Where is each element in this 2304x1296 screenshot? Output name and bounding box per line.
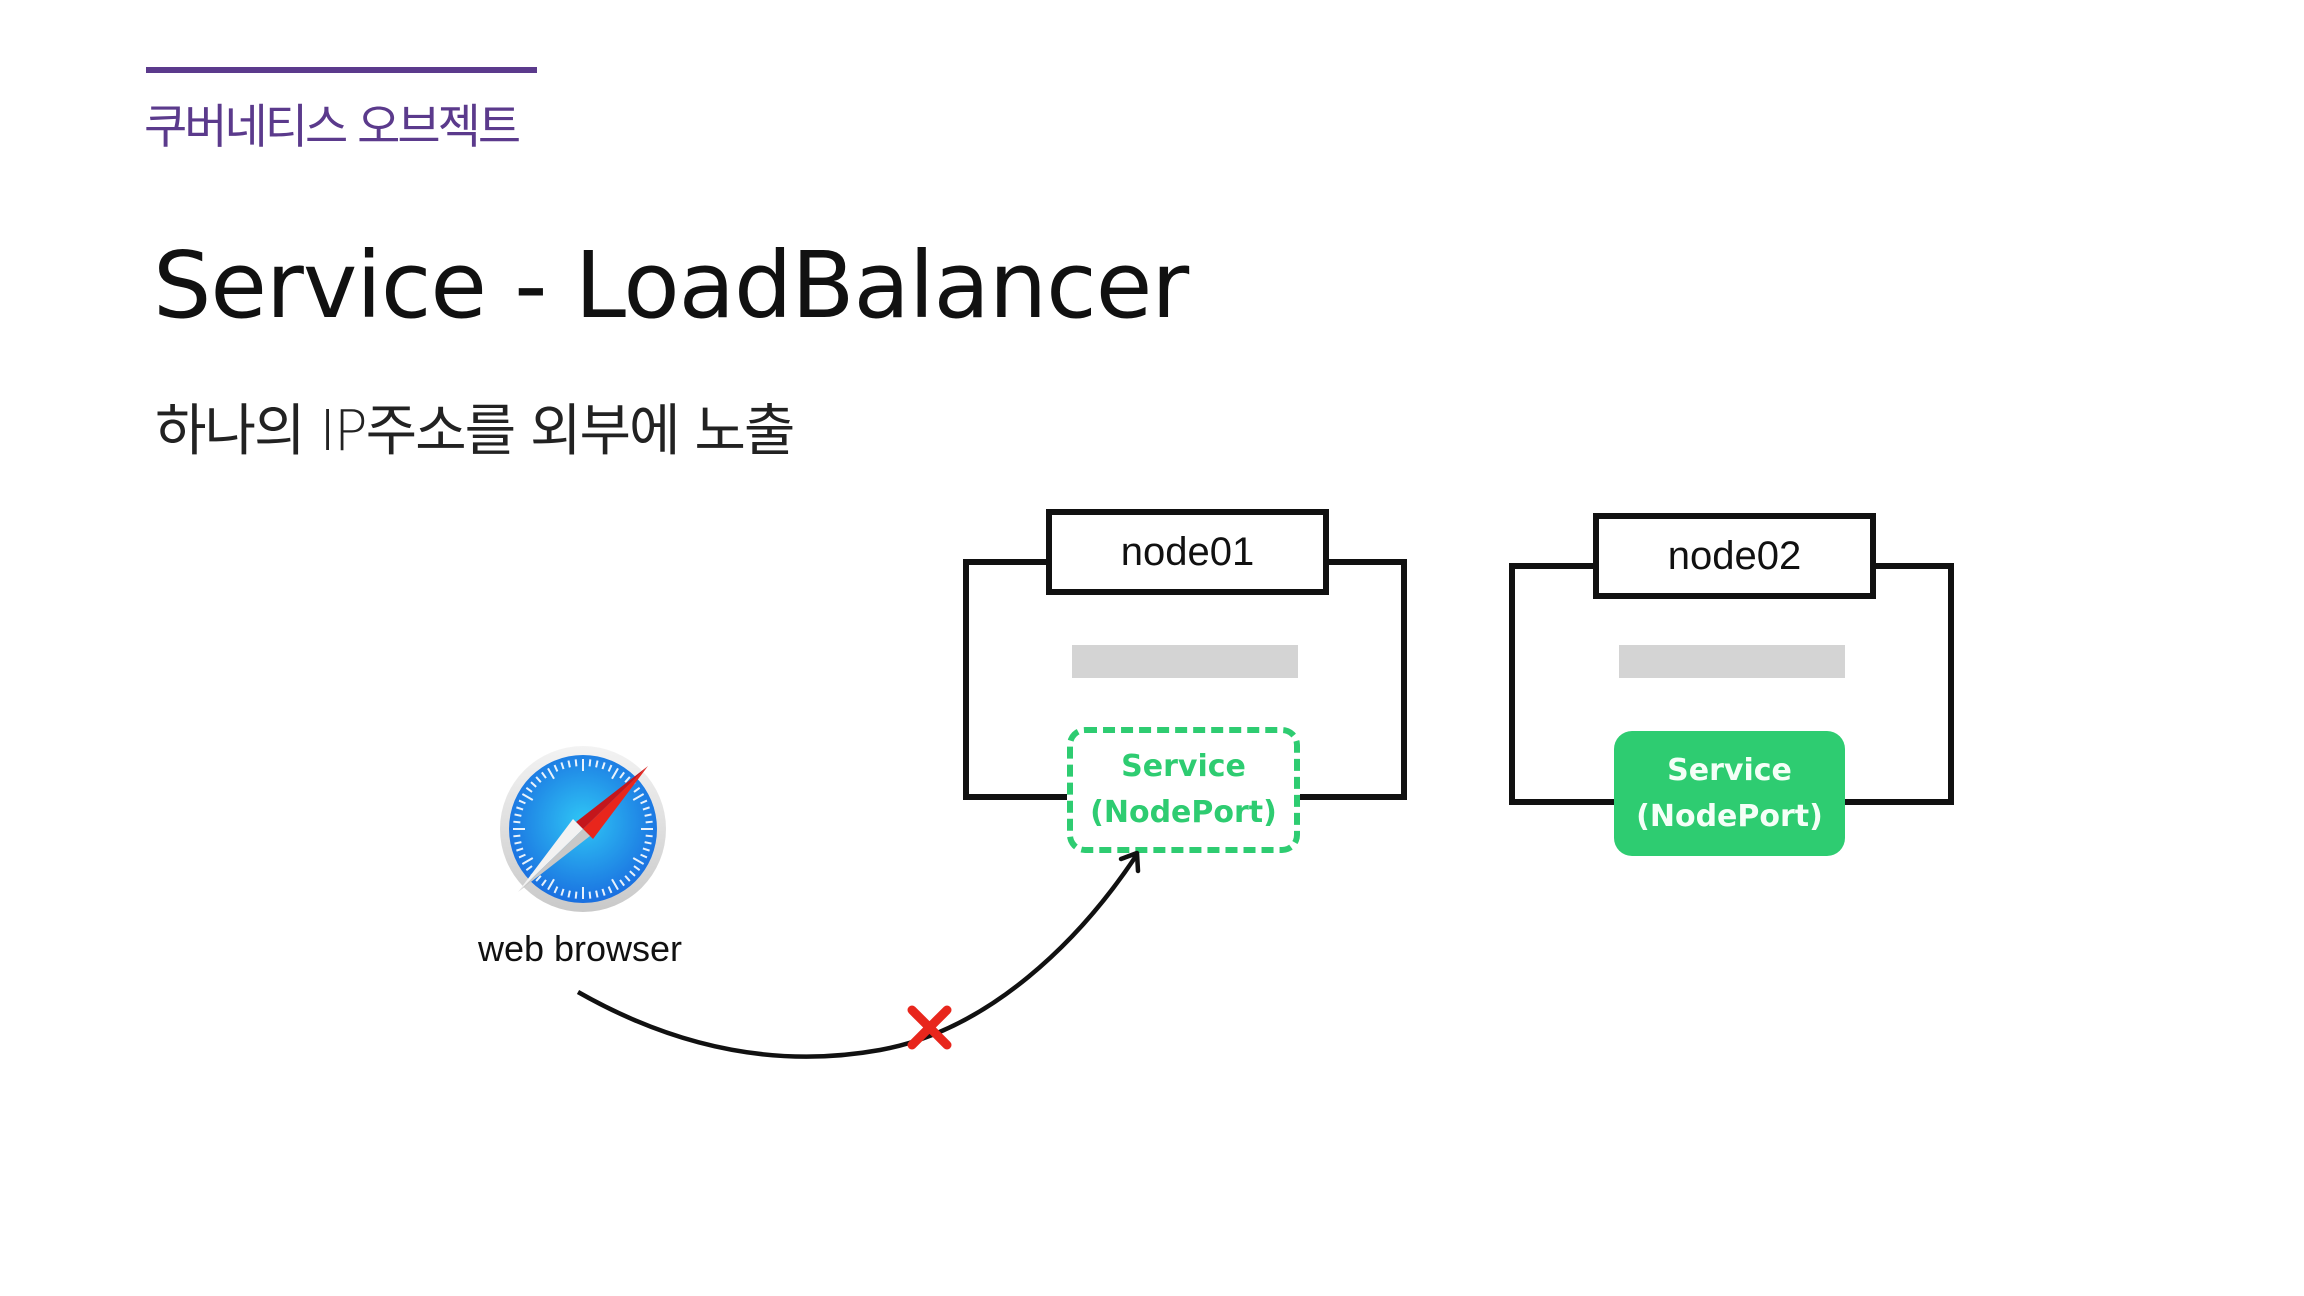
compass-tick xyxy=(574,891,578,899)
service-label: Service xyxy=(1121,749,1246,784)
compass-tick xyxy=(521,793,534,801)
compass-tick xyxy=(640,799,648,805)
compass-tick xyxy=(619,771,625,779)
compass-tick xyxy=(611,767,619,780)
compass-tick xyxy=(642,847,650,852)
compass-tick xyxy=(541,879,547,887)
compass-tick xyxy=(535,875,542,882)
compass-tick xyxy=(514,813,522,817)
compass-tick xyxy=(530,781,537,788)
compass-tick xyxy=(588,759,592,767)
service-type-label: (NodePort) xyxy=(1636,798,1823,834)
compass-tick xyxy=(624,776,631,783)
compass-tick xyxy=(518,799,526,805)
web-browser-label: web browser xyxy=(477,928,683,969)
compass-tick xyxy=(553,764,559,772)
node01-service-nodeport: Service (NodePort) xyxy=(1067,727,1300,853)
compass-tick xyxy=(644,841,652,845)
compass-tick xyxy=(595,760,599,768)
compass-tick xyxy=(560,888,565,896)
compass-tick xyxy=(644,813,652,817)
compass-tick xyxy=(518,853,526,859)
arrowhead-icon xyxy=(1118,850,1141,874)
compass-tick xyxy=(525,865,533,871)
service-type-label: (NodePort) xyxy=(1090,795,1277,830)
compass-tick xyxy=(645,834,653,838)
compass-tick xyxy=(645,820,653,824)
compass-tick xyxy=(595,890,599,898)
compass-tick xyxy=(574,759,578,767)
compass-tick xyxy=(567,760,571,768)
compass-tick xyxy=(535,776,542,783)
node02-placeholder-bar xyxy=(1619,645,1845,678)
compass-tick xyxy=(642,806,650,811)
node01-label: node01 xyxy=(1046,509,1329,595)
compass-tick xyxy=(547,878,555,891)
section-label: 쿠버네티스 오브젝트 xyxy=(144,100,521,155)
compass-tick xyxy=(601,762,606,770)
compass-tick xyxy=(513,834,521,838)
safari-compass-icon xyxy=(500,746,666,912)
header-accent-bar xyxy=(146,67,537,73)
compass-tick xyxy=(560,762,565,770)
node02-label: node02 xyxy=(1593,513,1876,599)
compass-tick xyxy=(525,787,533,793)
node02-service-nodeport: Service (NodePort) xyxy=(1614,731,1845,856)
compass-tick xyxy=(607,764,613,772)
compass-tick xyxy=(633,787,641,793)
compass-tick xyxy=(514,841,522,845)
x-mark-icon xyxy=(907,1005,952,1050)
compass-tick xyxy=(632,793,645,801)
compass-tick xyxy=(516,847,524,852)
compass-tick xyxy=(516,806,524,811)
compass-tick xyxy=(553,886,559,894)
compass-tick xyxy=(588,891,592,899)
service-label: Service xyxy=(1667,752,1792,788)
slide-title: Service - LoadBalancer xyxy=(153,232,1189,339)
compass-tick xyxy=(547,767,555,780)
compass-tick xyxy=(567,890,571,898)
compass-tick xyxy=(513,820,521,824)
node01-placeholder-bar xyxy=(1072,645,1298,678)
compass-tick xyxy=(541,771,547,779)
slide-subtitle: 하나의 IP주소를 외부에 노출 xyxy=(155,399,795,464)
compass-tick xyxy=(521,857,534,865)
